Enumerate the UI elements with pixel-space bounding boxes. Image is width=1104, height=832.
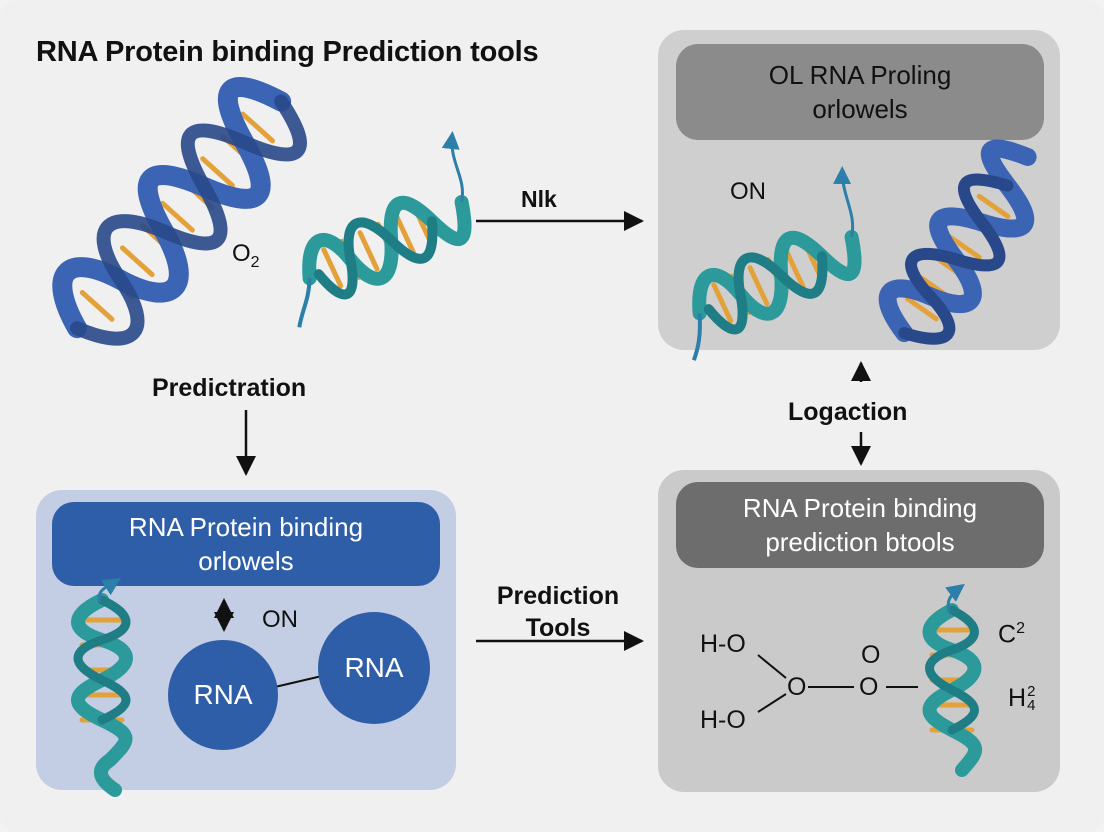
chem-c2-text: C (998, 620, 1017, 649)
on-label-bottom: ON (262, 606, 298, 633)
o2-label: O2 (232, 240, 260, 272)
header-line: prediction btools (765, 527, 955, 557)
chem-h4-sub: 4 (1027, 697, 1036, 715)
nlk-label: Nlk (521, 186, 557, 212)
prediction-tools-line: Prediction (496, 582, 620, 610)
predictration-label: Predictration (152, 374, 307, 402)
chem-h-o-top: H-O (700, 630, 746, 658)
header-line: OL RNA Proling (768, 60, 952, 90)
rna-helix-icon (922, 583, 983, 777)
prediction-tools-line: Tools (525, 614, 591, 642)
o2-text: O (232, 240, 251, 267)
header-line: orlowels (198, 546, 294, 576)
logaction-label: Logaction (788, 398, 908, 426)
chem-o-upper: O (861, 641, 881, 669)
rna-helix-icon (71, 578, 133, 797)
chemical-bonds (757, 654, 918, 713)
rna-node-right: RNA (318, 612, 430, 724)
chem-o-center: O (787, 673, 807, 701)
on-label-top: ON (730, 178, 766, 205)
panel-header-prediction-tools: RNA Protein binding prediction btools (676, 482, 1044, 568)
chem-c2-sup: 2 (1016, 620, 1025, 637)
header-line: orlowels (812, 94, 908, 124)
header-line: RNA Protein binding (128, 512, 364, 542)
page-title: RNA Protein binding Prediction tools (36, 36, 539, 68)
chem-h-o-bottom: H-O (700, 706, 746, 734)
rna-helix-icon (691, 166, 862, 361)
header-line: RNA Protein binding (742, 493, 978, 523)
dna-helix-icon (52, 77, 307, 346)
panel-header-binding-orlowels: RNA Protein binding orlowels (52, 502, 440, 586)
dna-helix-icon (878, 139, 1037, 345)
rna-node-left: RNA (168, 640, 278, 750)
rna-helix-icon (297, 131, 472, 328)
prediction-tools-label: Prediction Tools (497, 580, 619, 644)
o2-subscript: 2 (250, 253, 260, 271)
panel-header-rna-proling: OL RNA Proling orlowels (676, 44, 1044, 140)
chem-h4-text: H (1008, 684, 1027, 712)
chem-c2: C2 (998, 620, 1025, 649)
chem-o-right: O (859, 673, 879, 701)
chem-h4-sup: 2 (1027, 683, 1036, 701)
